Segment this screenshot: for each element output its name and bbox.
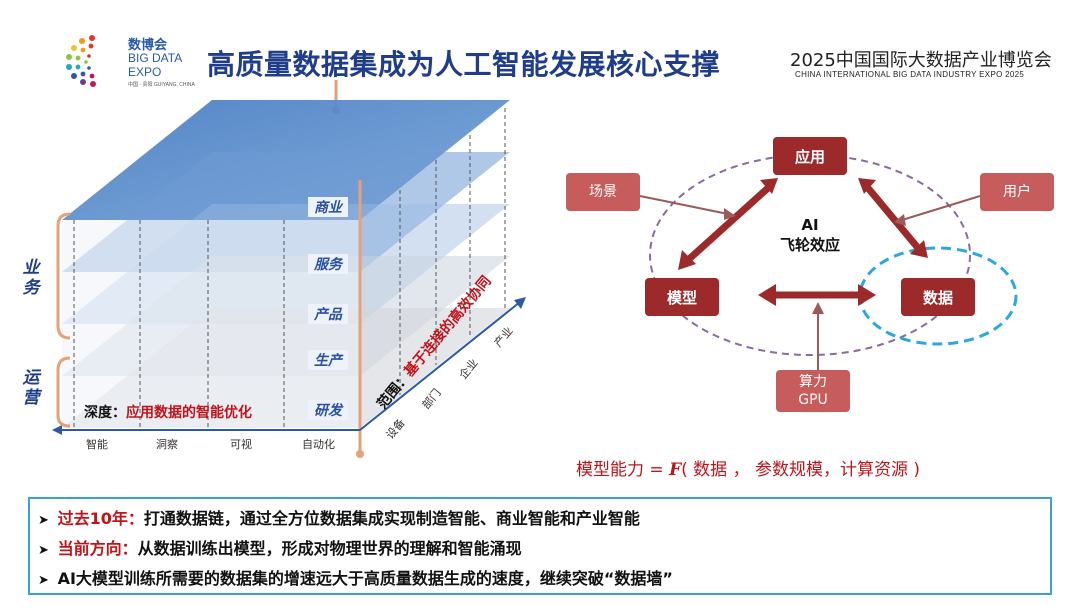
model-capability-formula: 模型能力 = F( 数据 ， 参数规模，计算资源 ) — [576, 455, 920, 480]
bullet-current-direction: ➤ 当前方向：从数据训练出模型，形成对物理世界的理解和智能涌现 — [38, 535, 1050, 565]
depth-text: 应用数据的智能优化 — [126, 405, 252, 421]
bullet-past-decade: ➤ 过去10年：打通数据链，通过全方位数据集成实现制造智能、商业智能和产业智能 — [38, 505, 1050, 535]
depth-label: 深度：应用数据的智能优化 — [84, 402, 252, 422]
layer-label-production: 生产 — [308, 350, 348, 370]
bullet-arrow-icon: ➤ — [38, 513, 49, 528]
flywheel-center-label: AI 飞轮效应 — [760, 215, 860, 255]
side-label-operations: 运营 — [22, 368, 40, 408]
side-label-business: 业务 — [22, 258, 40, 298]
layer-label-rnd: 研发 — [308, 400, 348, 420]
flywheel-diagram — [639, 154, 1018, 370]
layer-label-commerce: 商业 — [308, 197, 348, 217]
expo-title-en: CHINA INTERNATIONAL BIG DATA INDUSTRY EX… — [795, 70, 1025, 79]
compute-label: 算力 — [799, 374, 827, 390]
bullet-arrow-icon: ➤ — [38, 573, 49, 588]
flywheel-center-effect: 飞轮效应 — [779, 236, 840, 254]
layered-data-diagram — [52, 80, 526, 458]
x-tick-automation: 自动化 — [302, 438, 335, 451]
logo-location: 中国 · 贵阳 GUIYANG, CHINA — [128, 82, 195, 88]
formula-function: F — [669, 460, 682, 480]
x-tick-insight: 洞察 — [156, 438, 178, 451]
logo-en-line2: EXPO — [128, 65, 162, 79]
layer-label-service: 服务 — [308, 254, 348, 274]
expo-logo: 数博会 BIG DATA EXPO 中国 · 贵阳 GUIYANG, CHINA — [62, 30, 202, 94]
x-tick-visual: 可视 — [230, 438, 252, 451]
formula-args: ( 数据 ， 参数规模，计算资源 ) — [681, 460, 921, 480]
flywheel-node-application: 应用 — [773, 137, 847, 175]
flywheel-center-ai: AI — [801, 216, 819, 234]
logo-dots-icon — [66, 35, 96, 87]
depth-prefix: 深度： — [84, 405, 126, 421]
bullet-highlight: 过去10年： — [57, 509, 144, 528]
bullet-text: 打通数据链，通过全方位数据集成实现制造智能、商业智能和产业智能 — [143, 509, 640, 528]
formula-prefix: 模型能力 = — [576, 460, 670, 480]
expo-title-cn: 2025中国国际大数据产业博览会 — [790, 50, 1052, 71]
gpu-label: GPU — [798, 392, 828, 408]
bullet-data-wall: ➤ AI大模型训练所需要的数据集的增速远大于高质量数据生成的速度，继续突破“数据… — [38, 565, 1050, 595]
bullet-highlight: 当前方向： — [57, 539, 138, 558]
summary-box: ➤ 过去10年：打通数据链，通过全方位数据集成实现制造智能、商业智能和产业智能 … — [28, 497, 1052, 595]
flywheel-input-scene: 场景 — [566, 173, 640, 211]
logo-cn-text: 数博会 — [128, 38, 168, 53]
flywheel-node-data: 数据 — [901, 278, 975, 316]
logo-en-line1: BIG DATA — [128, 51, 183, 65]
flywheel-node-model: 模型 — [645, 278, 719, 316]
flywheel-input-compute: 算力 GPU — [776, 370, 850, 412]
x-tick-intelligence: 智能 — [86, 438, 108, 451]
page-title: 高质量数据集成为人工智能发展核心支撑 — [207, 48, 721, 81]
bullet-arrow-icon: ➤ — [38, 543, 49, 558]
layer-label-product: 产品 — [308, 304, 348, 324]
bullet-text: AI大模型训练所需要的数据集的增速远大于高质量数据生成的速度，继续突破“数据墙” — [57, 569, 673, 588]
flywheel-input-user: 用户 — [980, 173, 1054, 211]
bullet-text: 从数据训练出模型，形成对物理世界的理解和智能涌现 — [137, 539, 522, 558]
